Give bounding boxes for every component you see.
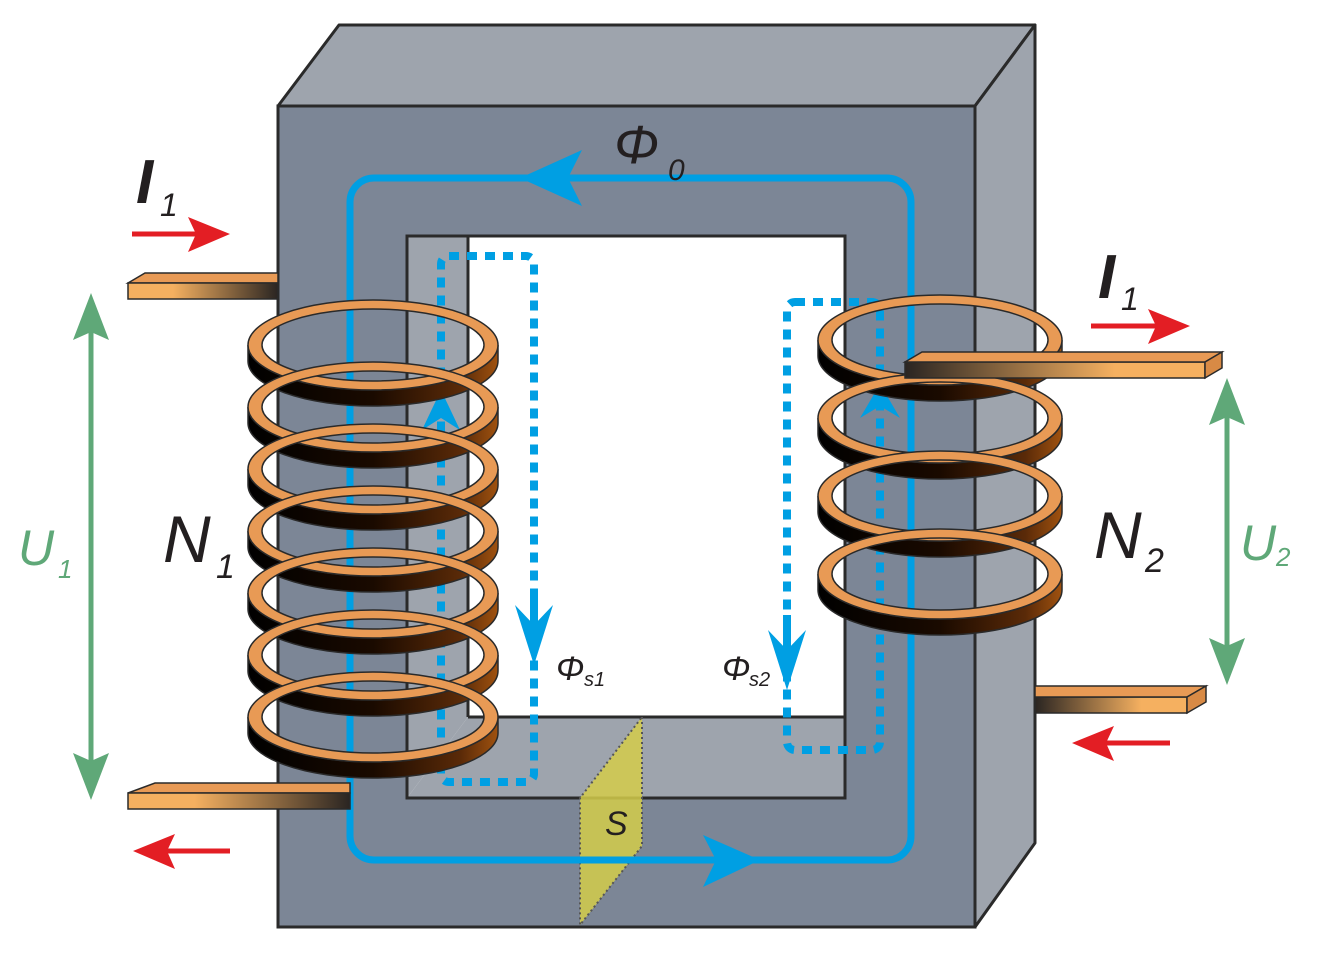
main-flux-arrow-bottom bbox=[703, 835, 760, 887]
cross-section-label: S bbox=[605, 805, 628, 843]
secondary-current-symbol: I bbox=[1098, 243, 1117, 312]
label-primary-voltage: U 1 bbox=[18, 520, 72, 584]
leakage-flux-2-arrow-up bbox=[860, 384, 900, 418]
core-top-face bbox=[276, 23, 1037, 108]
leakage-flux-1-subscript: s1 bbox=[584, 669, 605, 691]
main-flux-subscript: 0 bbox=[668, 154, 685, 187]
label-secondary-voltage: U 2 bbox=[1240, 515, 1291, 572]
primary-current-subscript: 1 bbox=[160, 187, 178, 223]
secondary-coil-turn bbox=[817, 528, 1063, 636]
secondary-coil bbox=[817, 294, 1063, 636]
main-flux-arrow-top bbox=[520, 150, 582, 206]
label-leakage-flux-2: Φ s2 bbox=[722, 650, 770, 691]
label-main-flux: Φ 0 bbox=[614, 115, 685, 187]
main-flux-symbol: Φ bbox=[614, 115, 659, 175]
leakage-flux-2-arrow bbox=[768, 630, 806, 690]
primary-current-in-arrow bbox=[132, 217, 230, 252]
secondary-voltage-subscript: 2 bbox=[1275, 542, 1291, 572]
secondary-current-subscript: 1 bbox=[1121, 281, 1139, 317]
primary-turns-symbol: N bbox=[163, 502, 211, 576]
secondary-turns-subscript: 2 bbox=[1144, 542, 1164, 580]
leakage-flux-2-subscript: s2 bbox=[749, 669, 770, 691]
label-primary-current: I 1 bbox=[136, 148, 178, 223]
label-secondary-current: I 1 bbox=[1098, 243, 1139, 317]
primary-voltage-subscript: 1 bbox=[58, 554, 72, 584]
leakage-flux-2 bbox=[768, 298, 900, 754]
secondary-current-out-arrow bbox=[1091, 309, 1190, 344]
label-secondary-turns: N 2 bbox=[1094, 498, 1164, 580]
primary-lead-top bbox=[125, 272, 279, 300]
leakage-flux-1-arrow bbox=[515, 605, 553, 665]
leakage-flux-1-symbol: Φ bbox=[556, 650, 584, 688]
label-primary-turns: N 1 bbox=[163, 502, 235, 586]
secondary-voltage-symbol: U bbox=[1240, 515, 1277, 571]
primary-voltage-arrow bbox=[73, 293, 109, 800]
secondary-lead-bottom bbox=[1034, 684, 1209, 715]
primary-coil bbox=[247, 299, 499, 779]
primary-current-symbol: I bbox=[136, 148, 155, 217]
primary-turns-subscript: 1 bbox=[216, 548, 235, 586]
leakage-flux-2-symbol: Φ bbox=[722, 650, 750, 688]
secondary-voltage-arrow bbox=[1209, 378, 1245, 685]
secondary-current-in-arrow bbox=[1072, 726, 1170, 761]
primary-voltage-symbol: U bbox=[18, 520, 55, 576]
primary-current-out-arrow bbox=[133, 834, 230, 869]
cross-section-s: S bbox=[579, 714, 643, 928]
secondary-lead-top bbox=[902, 350, 1225, 380]
label-leakage-flux-1: Φ s1 bbox=[556, 650, 605, 691]
primary-lead-bottom bbox=[127, 782, 351, 810]
leakage-flux-1-arrow-up bbox=[422, 390, 460, 430]
secondary-turns-symbol: N bbox=[1094, 498, 1142, 572]
primary-coil-turn bbox=[247, 671, 499, 779]
